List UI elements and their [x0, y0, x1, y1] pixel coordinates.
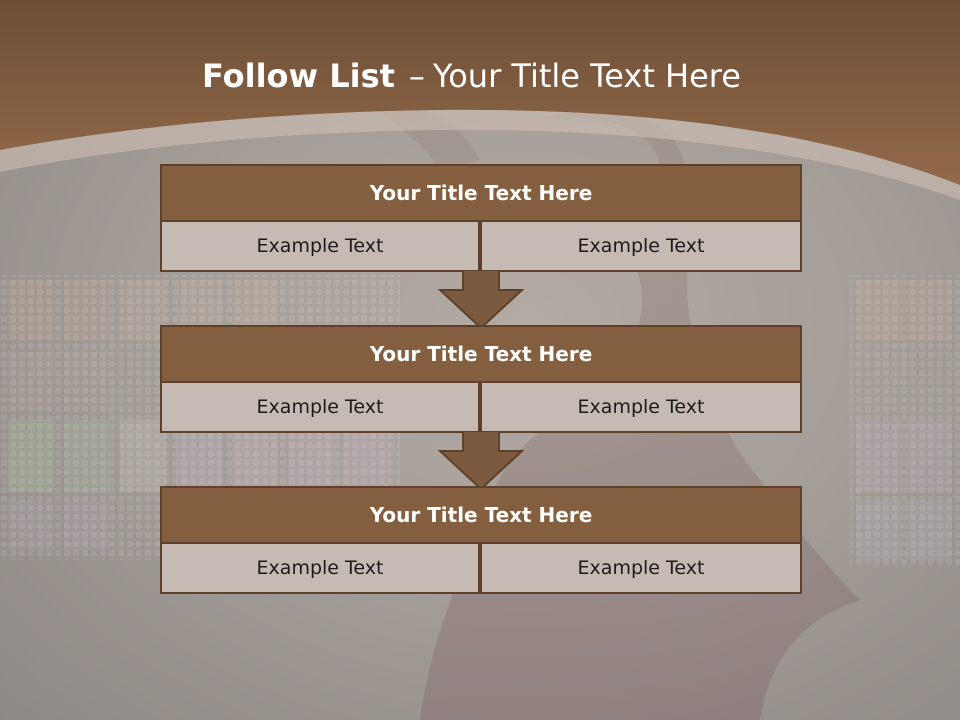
flow-step-2-left-text: Example Text [160, 381, 480, 433]
title-rest: Your Title Text Here [432, 57, 741, 95]
flow-step-3-title: Your Title Text Here [160, 486, 802, 544]
header-band [0, 0, 960, 200]
down-arrow-1 [438, 270, 524, 330]
down-arrow-2 [438, 431, 524, 491]
flow-step-3-right-text: Example Text [480, 542, 802, 594]
flow-step-3-left-text: Example Text [160, 542, 480, 594]
title-bold: Follow List [202, 57, 395, 95]
light-panels-right [850, 275, 960, 565]
title-separator: – [408, 57, 425, 95]
flow-step-1-title: Your Title Text Here [160, 164, 802, 222]
flow-step-2-title: Your Title Text Here [160, 325, 802, 383]
page-title: Follow List–Your Title Text Here [0, 54, 943, 98]
flow-step-1-left-text: Example Text [160, 220, 480, 272]
flow-step-1-right-text: Example Text [480, 220, 802, 272]
flow-step-2-right-text: Example Text [480, 381, 802, 433]
